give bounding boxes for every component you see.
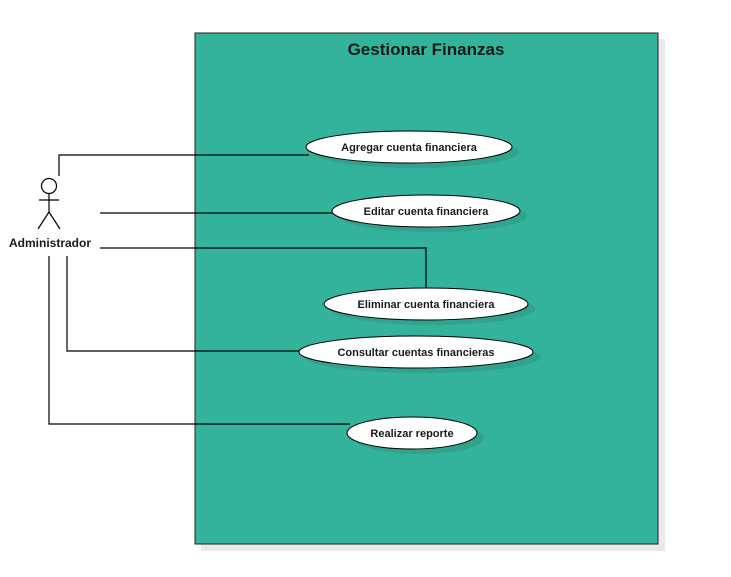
use-case-label: Consultar cuentas financieras [337,347,494,359]
system-title: Gestionar Finanzas [348,40,505,59]
associations [48,154,427,425]
use-case-ellipse [298,335,534,369]
use-case-ellipse [346,416,478,450]
use-case-editar[interactable]: Editar cuenta financiera [331,194,527,232]
use-case-label: Eliminar cuenta financiera [358,299,496,311]
use-case-ellipse [323,287,529,321]
association-agregar [58,154,309,176]
use-case-ellipse [305,130,513,164]
use-case-ellipse [331,194,521,228]
stick-figure-icon [37,177,61,230]
use-case-label: Realizar reporte [370,428,453,440]
association-eliminar [100,247,427,289]
use-case-reporte[interactable]: Realizar reporte [346,416,484,454]
actor-label: Administrador [9,236,91,250]
use-case-label: Editar cuenta financiera [364,206,490,218]
association-consultar [66,256,302,352]
use-case-agregar[interactable]: Agregar cuenta financiera [305,130,519,168]
actor-administrador[interactable]: Administrador [9,177,91,251]
use-case-eliminar[interactable]: Eliminar cuenta financiera [323,287,535,325]
use-case-label: Agregar cuenta financiera [341,142,478,154]
use-case-consultar[interactable]: Consultar cuentas financieras [298,335,541,373]
association-reporte [48,256,350,425]
